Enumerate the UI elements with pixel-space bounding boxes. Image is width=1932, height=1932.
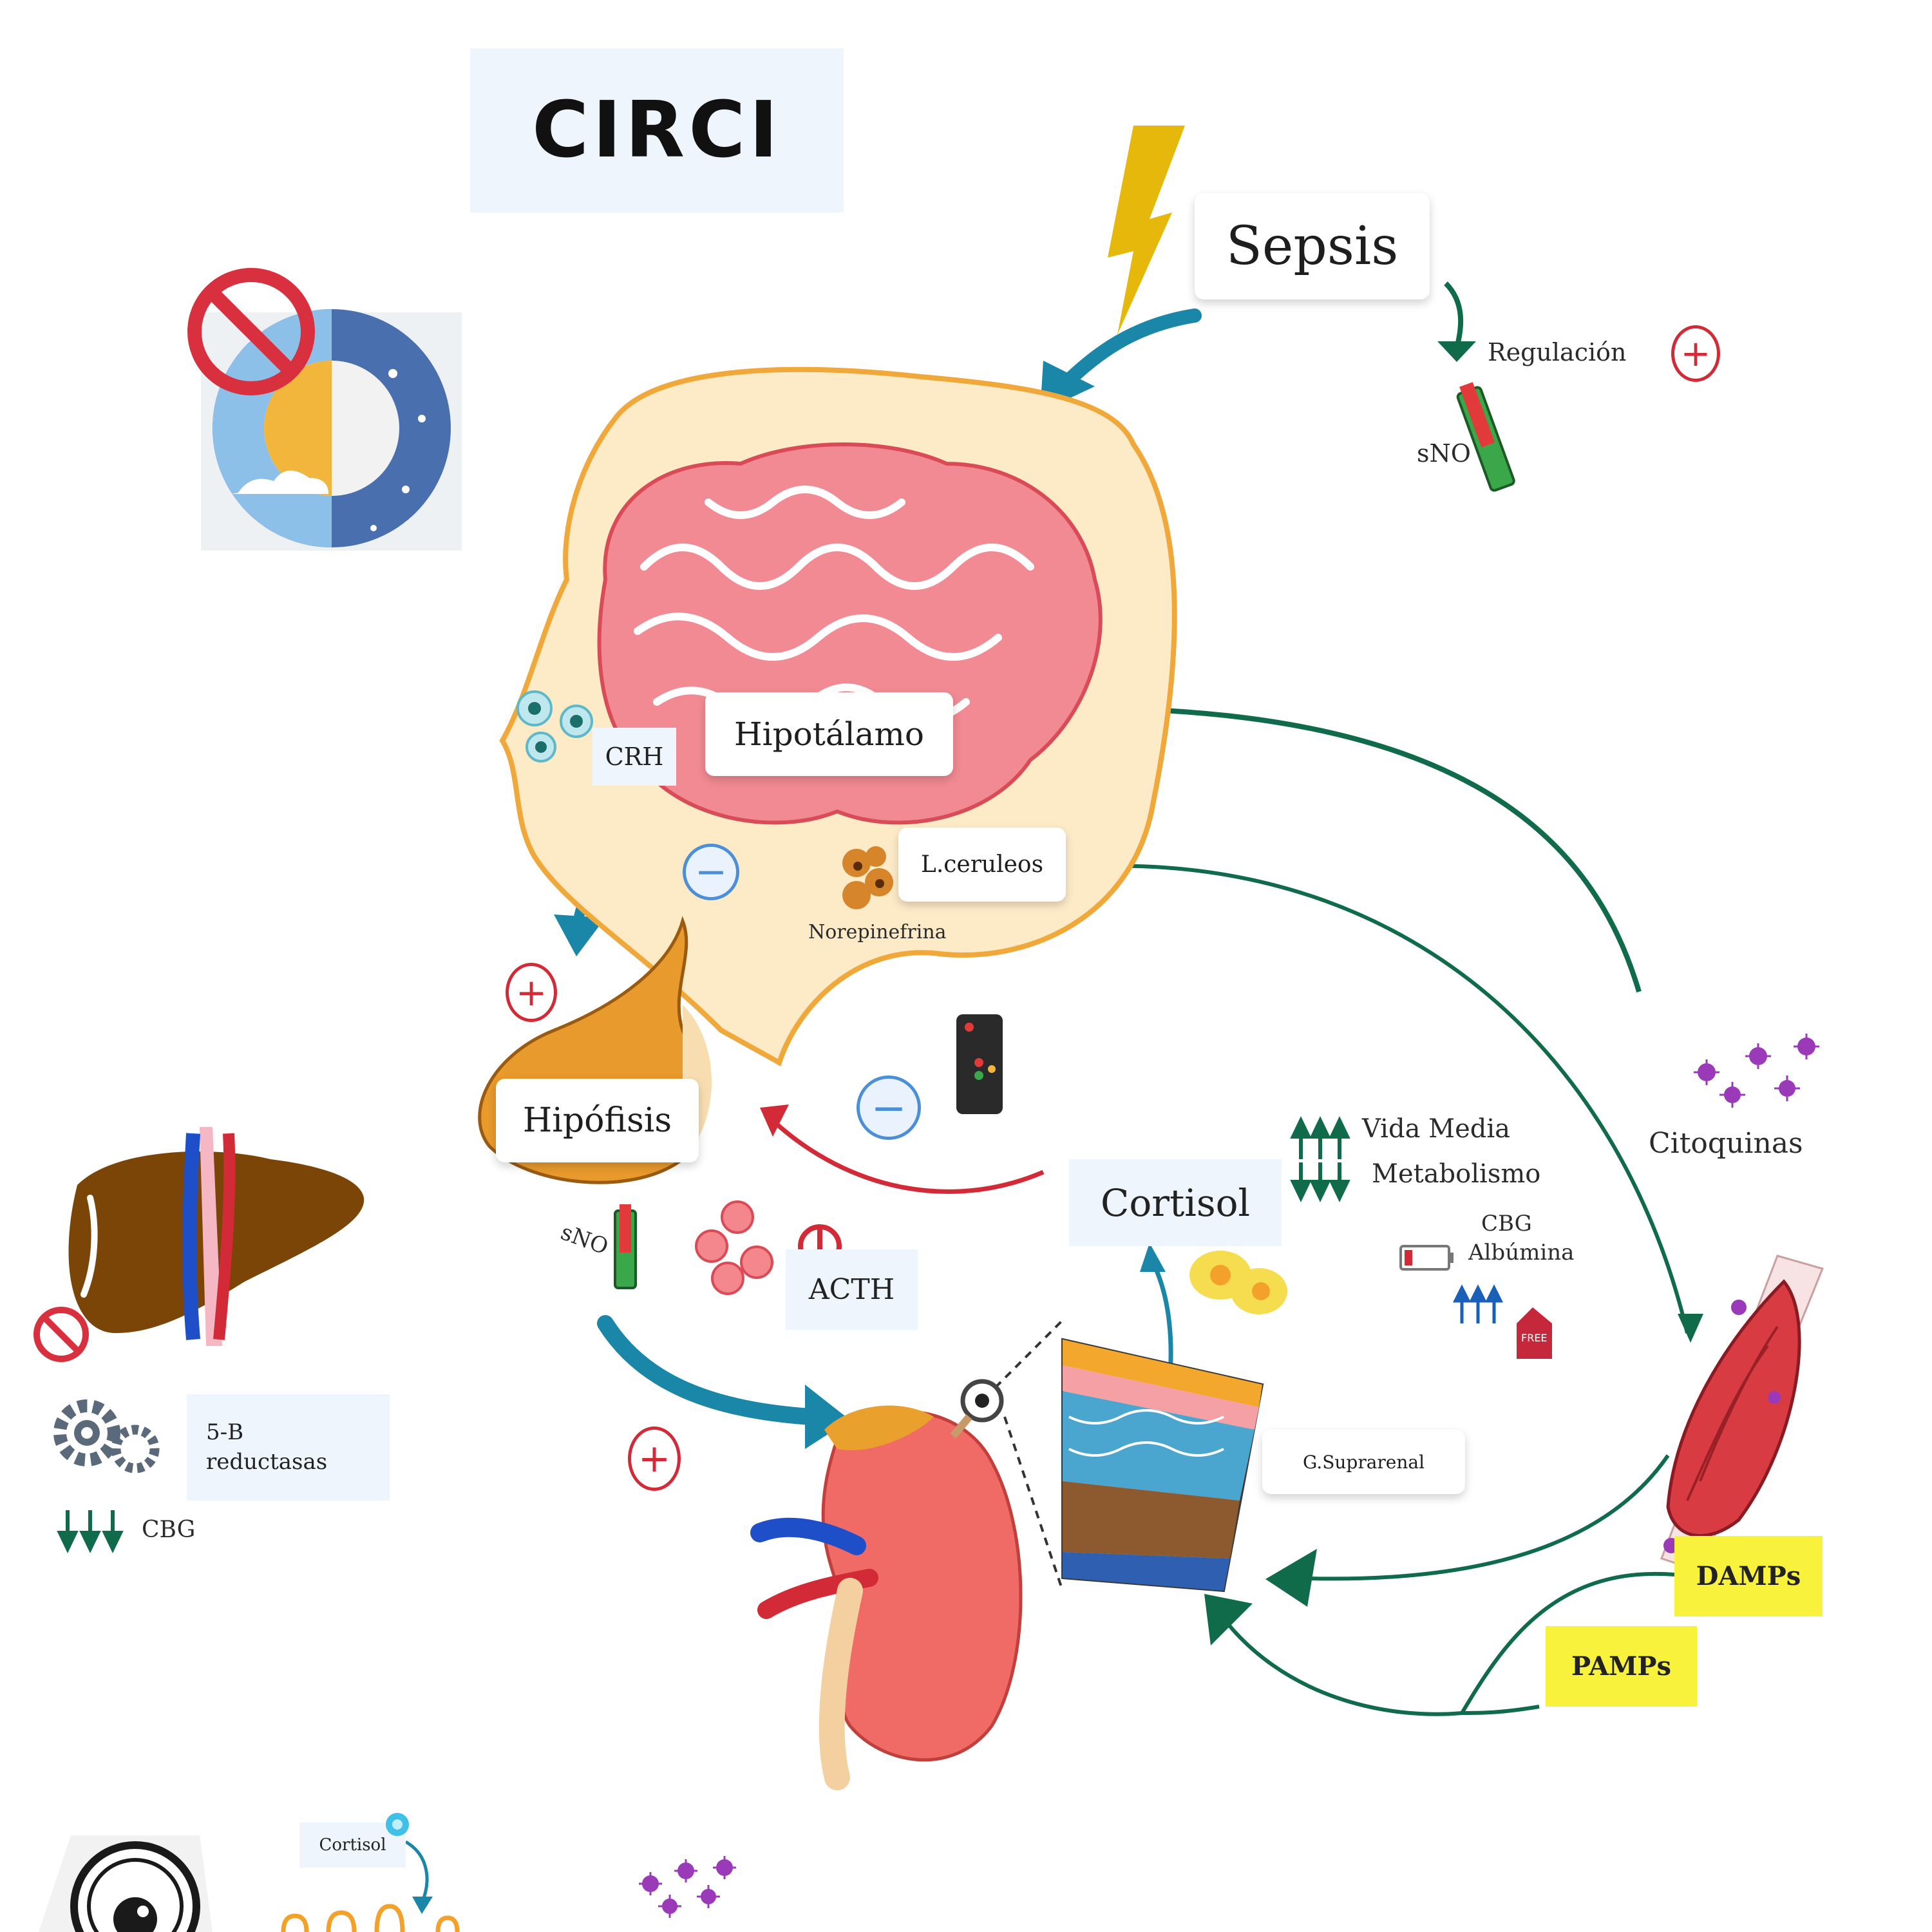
crh-tag: CRH (592, 728, 676, 786)
albumina-label: Albúmina (1468, 1240, 1575, 1265)
g-suprarenal-card: G.Suprarenal (1262, 1430, 1465, 1494)
cortisol-label: Cortisol (1100, 1180, 1251, 1225)
arrow-citoquinas-hipotalamo (1107, 706, 1642, 993)
reductasas-tag: 5-B reductasas (187, 1394, 390, 1501)
hipotalamo-label: Hipotálamo (734, 715, 924, 753)
free-label: FREE (1521, 1332, 1548, 1344)
plus-sign-hipofisis: + (506, 963, 557, 1022)
sepsis-label: Sepsis (1226, 216, 1399, 277)
reductasas-label: 5-B reductasas (206, 1419, 328, 1475)
cbg-liver-label: CBG (142, 1517, 196, 1543)
norepinefrina-label: Norepinefrina (808, 921, 947, 943)
crh-label: CRH (605, 743, 664, 771)
arrow-sepsis-brain (1056, 308, 1202, 393)
lceruleos-label: L.ceruleos (920, 851, 1044, 878)
damps-label: DAMPs (1696, 1561, 1801, 1591)
regulacion-label: Regulación (1488, 338, 1627, 366)
minus-sign-cortisol: − (857, 1075, 921, 1140)
cortisol-tag: Cortisol (1069, 1159, 1282, 1246)
minus-sign-crh: − (683, 844, 739, 900)
title-box: CIRCI (470, 48, 844, 213)
metabolismo-label: Metabolismo (1372, 1159, 1541, 1189)
lceruleos-card: L.ceruleos (898, 828, 1066, 902)
magnifier-link (984, 1319, 1064, 1591)
cbg-label: CBG (1481, 1211, 1532, 1236)
page-title: CIRCI (532, 86, 782, 175)
pamps-label: PAMPs (1571, 1651, 1672, 1681)
arrow-cortisol-hipofisis (771, 1119, 1045, 1194)
hipofisis-label: Hipófisis (522, 1101, 672, 1140)
vida-media-label: Vida Media (1362, 1114, 1511, 1144)
arrow-hipofisis-adrenal (597, 1315, 820, 1425)
pamps-tag: PAMPs (1546, 1626, 1697, 1707)
damps-tag: DAMPs (1674, 1536, 1823, 1616)
hipofisis-card: Hipófisis (496, 1079, 699, 1162)
arrow-lceruleos-muscle (1094, 864, 1689, 1334)
plus-sign-regulacion: + (1671, 325, 1720, 382)
arrow-cortisol-small (404, 1840, 429, 1904)
plus-sign-adrenal: + (628, 1426, 681, 1491)
acth-label: ACTH (808, 1273, 895, 1306)
acth-tag: ACTH (786, 1249, 918, 1330)
g-suprarenal-label: G.Suprarenal (1302, 1451, 1425, 1473)
sepsis-card: Sepsis (1195, 193, 1430, 299)
sno-top-label: sNO (1417, 439, 1471, 468)
citoquinas-label: Citoquinas (1649, 1127, 1803, 1160)
cortisol-small-label: Cortisol (319, 1835, 386, 1855)
arrow-muscle-adrenal (1287, 1454, 1670, 1581)
hipotalamo-card: Hipotálamo (705, 692, 953, 776)
